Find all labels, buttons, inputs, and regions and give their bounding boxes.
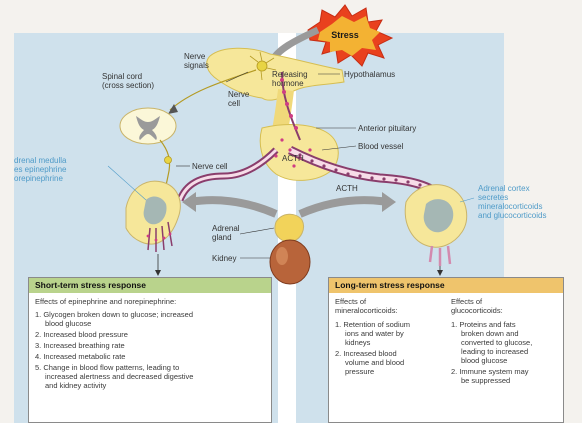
label-blood-vessel: Blood vessel	[358, 142, 403, 151]
short-term-item: 4. Increased metabolic rate	[35, 352, 265, 361]
long-term-title: Long-term stress response	[329, 278, 563, 293]
label-adrenal-medulla: drenal medulla es epinephrine orepinephr…	[14, 156, 66, 183]
nerve-cell-body-lower	[165, 157, 172, 164]
short-term-item: 3. Increased breathing rate	[35, 341, 265, 350]
label-adrenal-gland: Adrenal gland	[212, 224, 240, 242]
neuron-cell-body	[257, 61, 267, 71]
long-term-box: Long-term stress response Effects of min…	[328, 277, 564, 423]
glucocorticoid-column: Effects of glucocorticoids: 1. Proteins …	[451, 297, 561, 387]
label-nerve-cell: Nerve cell	[192, 162, 228, 171]
label-releasing-hormone: Releasing hormone	[272, 70, 308, 88]
short-term-item: 2. Increased blood pressure	[35, 330, 265, 339]
mineralo-item: 2. Increased blood volume and blood pres…	[335, 349, 443, 376]
mineralo-intro: Effects of mineralocorticoids:	[335, 297, 443, 315]
short-term-item: 5. Change in blood flow patterns, leadin…	[35, 363, 265, 390]
mineralo-item: 1. Retention of sodium ions and water by…	[335, 320, 443, 347]
short-term-body: Effects of epinephrine and norepinephrin…	[29, 293, 271, 396]
gluco-item: 2. Immune system may be suppressed	[451, 367, 561, 385]
center-kidney	[270, 240, 310, 284]
center-kidney-shine	[276, 247, 288, 265]
short-term-box: Short-term stress response Effects of ep…	[28, 277, 272, 423]
label-acth-below: ACTH	[336, 184, 358, 193]
mineralocorticoid-column: Effects of mineralocorticoids: 1. Retent…	[335, 297, 443, 378]
label-hypothalamus: Hypothalamus	[344, 70, 395, 79]
center-adrenal-gland	[275, 214, 304, 242]
label-anterior-pituitary: Anterior pituitary	[358, 124, 416, 133]
label-kidney: Kidney	[212, 254, 236, 263]
label-nerve-cell-top: Nerve cell	[228, 90, 249, 108]
label-nerve-signals: Nerve signals	[184, 52, 209, 70]
short-term-intro: Effects of epinephrine and norepinephrin…	[35, 297, 265, 306]
label-acth-inside: ACTH	[282, 154, 304, 163]
gluco-intro: Effects of glucocorticoids:	[451, 297, 561, 315]
stress-label: Stress	[331, 30, 359, 40]
label-spinal-cord: Spinal cord (cross section)	[102, 72, 154, 90]
gluco-item: 1. Proteins and fats broken down and con…	[451, 320, 561, 365]
short-term-title: Short-term stress response	[29, 278, 271, 293]
short-term-item: 1. Glycogen broken down to glucose; incr…	[35, 310, 265, 328]
label-adrenal-cortex: Adrenal cortex secretes mineralocorticoi…	[478, 184, 546, 220]
